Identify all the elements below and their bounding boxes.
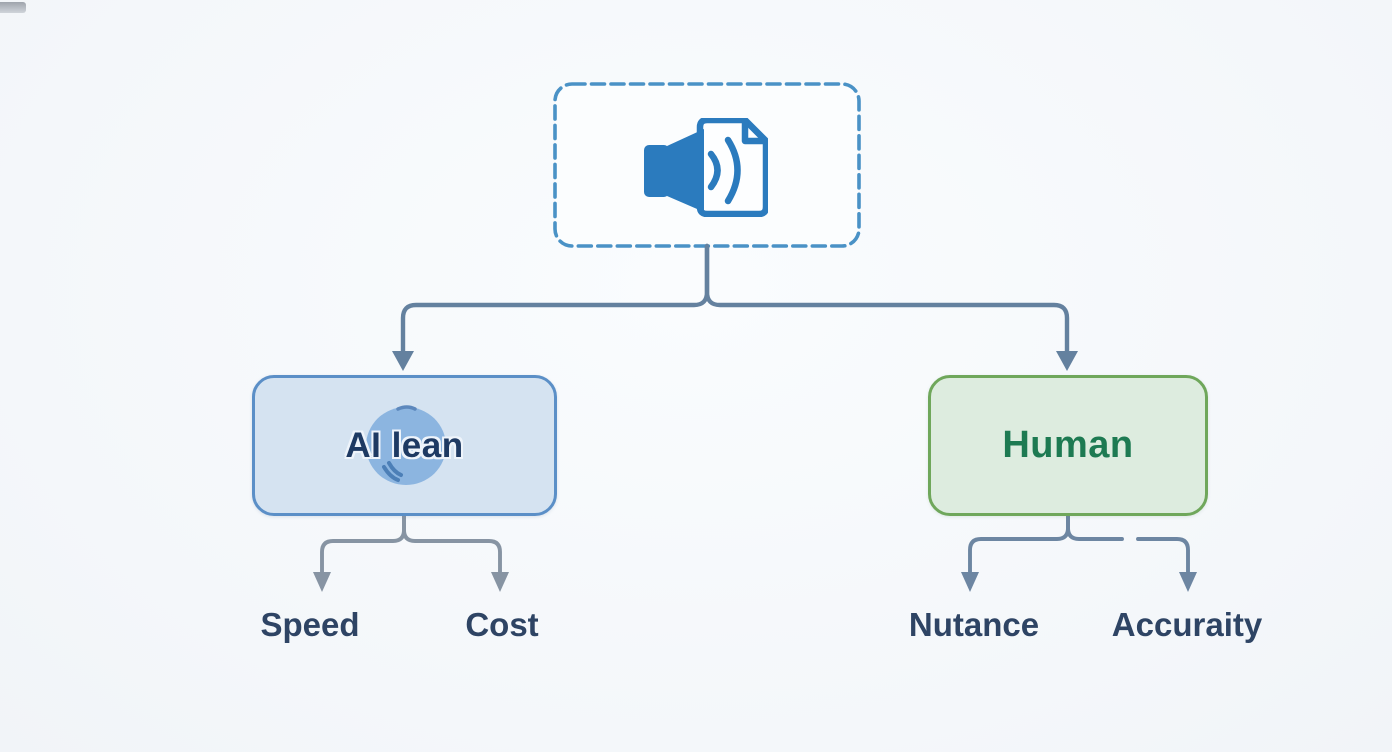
leaf-nutance: Nutance	[908, 606, 1040, 643]
human-connectors	[968, 514, 1190, 575]
leaf-accuraity: Accuraity	[1111, 606, 1263, 643]
human-arrowheads	[961, 572, 1197, 592]
ai-arrowheads	[313, 572, 509, 592]
ai-sphere-blob-icon	[366, 405, 446, 485]
node-ai-lean: AI lean	[252, 375, 557, 516]
upper-connectors	[400, 243, 1070, 355]
node-human: Human	[928, 375, 1208, 516]
ai-connectors	[320, 514, 502, 575]
upper-arrowheads	[392, 351, 1078, 371]
corner-smudge	[0, 2, 26, 13]
leaf-cost: Cost	[465, 606, 539, 643]
leaf-speed: Speed	[260, 606, 360, 643]
node-human-label: Human	[1002, 424, 1134, 466]
audio-document-icon	[644, 118, 768, 217]
node-ai-lean-label: AI lean	[345, 425, 464, 465]
